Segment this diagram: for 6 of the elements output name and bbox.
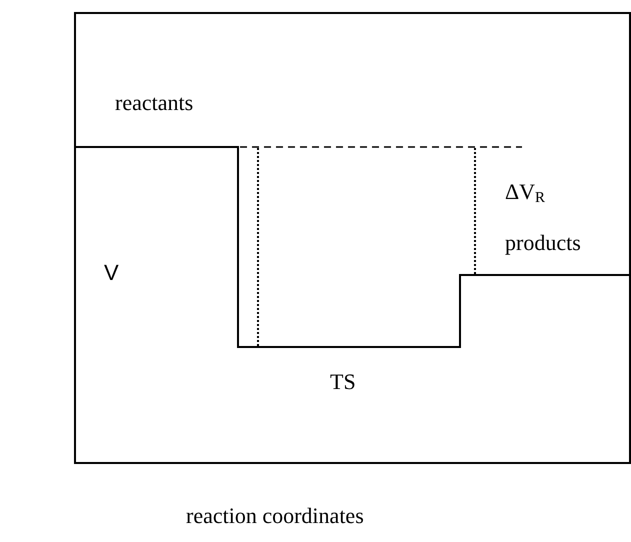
axis-label: reaction coordinates [186, 505, 364, 527]
curve-label: TS [330, 371, 356, 393]
curve-label: products [505, 232, 581, 254]
axis-label: V [104, 262, 119, 284]
curve-label: reactants [115, 92, 194, 114]
axis-quantity-label: ΔV$_{R}$ [505, 181, 546, 206]
